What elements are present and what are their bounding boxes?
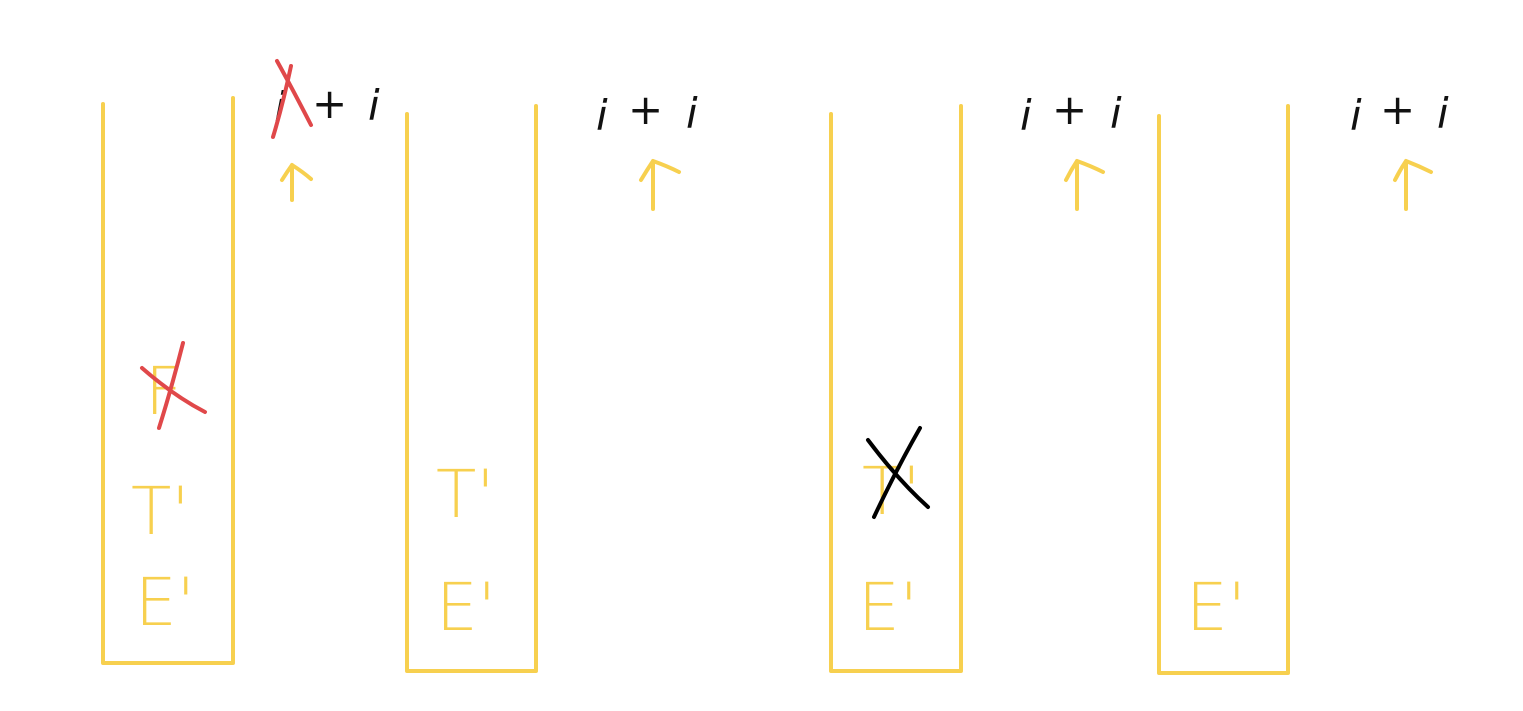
input-symbol-first: i (1350, 91, 1362, 140)
frame-4: i + i E' (1157, 85, 1449, 675)
cross-out-icon (872, 426, 922, 519)
stack-container (829, 104, 963, 673)
stack-item-struck: F (140, 341, 207, 430)
input-operator: + (628, 85, 663, 134)
stack-container (1157, 104, 1290, 675)
input-operator: + (312, 79, 347, 128)
stack-item-struck: T' (862, 426, 930, 530)
input-symbol-first: i (1020, 91, 1032, 140)
stack-container (405, 104, 538, 673)
input-symbol-first: i (596, 91, 608, 140)
input-symbol-second: i (1437, 89, 1449, 138)
cross-out-icon (157, 341, 185, 430)
stack-symbol-bottom: E' (858, 569, 918, 646)
input-operator: + (1380, 85, 1415, 134)
input-symbol-second: i (368, 81, 380, 130)
up-arrow-icon (1064, 159, 1105, 211)
stack-symbol-top: T' (436, 456, 494, 533)
cross-out-icon (140, 366, 207, 414)
up-arrow-icon (280, 163, 313, 202)
frame-1: i + i F T' E' (101, 59, 380, 665)
up-arrow-icon (639, 159, 681, 211)
frame-2: i + i T' E' (405, 85, 698, 673)
stack-symbol-bottom: E' (436, 569, 496, 646)
stack-symbol-bottom: E' (135, 564, 195, 641)
up-arrow-icon (1393, 159, 1433, 211)
stack-container (101, 96, 235, 665)
input-operator: + (1052, 85, 1087, 134)
frame-3: i + i T' E' (829, 85, 1122, 673)
cross-out-icon (271, 59, 313, 139)
input-symbol-second: i (1110, 89, 1122, 138)
stack-symbol-top: T' (131, 473, 189, 550)
input-symbol-second: i (686, 89, 698, 138)
cross-out-icon (866, 438, 930, 509)
stack-symbol-bottom: E' (1186, 569, 1246, 646)
